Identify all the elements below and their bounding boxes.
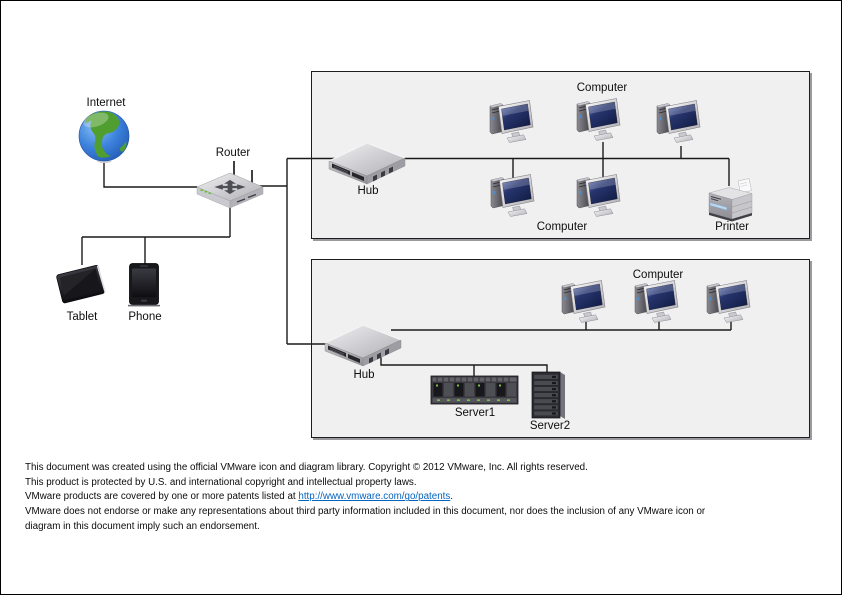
printer-icon <box>708 178 753 222</box>
patents-link[interactable]: http://www.vmware.com/go/patents <box>298 491 451 503</box>
computer-icon <box>706 280 751 323</box>
lan1-hub-label: Hub <box>357 185 379 197</box>
copyright-line4: VMware does not endorse or make any repr… <box>25 506 706 518</box>
phone-label: Phone <box>128 311 162 323</box>
copyright-line2: This product is protected by U.S. and in… <box>25 476 417 488</box>
lan2-server1-label: Server1 <box>454 407 496 419</box>
computer-icon <box>656 100 701 143</box>
lan2-server2-label: Server2 <box>529 420 571 432</box>
computer-icon <box>490 174 535 217</box>
computer-icon <box>576 98 621 141</box>
lan2-computer-label: Computer <box>632 269 684 281</box>
tablet-icon <box>56 264 106 304</box>
copyright-text: This document was created using the offi… <box>25 461 705 535</box>
connector-lines <box>81 142 732 381</box>
lan1-computer-top-label: Computer <box>576 82 628 94</box>
server2-tower-icon <box>531 371 565 419</box>
copyright-line1: This document was created using the offi… <box>25 462 588 473</box>
patents-period: . <box>450 491 454 503</box>
phone-icon <box>128 263 160 307</box>
copyright-line5: diagram in this document imply such an e… <box>25 520 260 532</box>
computer-icon <box>489 100 534 143</box>
lan1-computer-bottom-label: Computer <box>536 221 588 233</box>
router-icon <box>196 161 264 209</box>
computer-icon <box>576 174 621 217</box>
lan2-hub-label: Hub <box>353 369 375 381</box>
internet-globe-icon <box>78 110 130 163</box>
lan1-printer-label: Printer <box>715 221 749 233</box>
copyright-line3: VMware products are covered by one or mo… <box>25 490 705 505</box>
router-label: Router <box>215 147 251 159</box>
computer-icon <box>561 280 606 323</box>
hub-lan2-icon <box>324 324 402 367</box>
internet-label: Internet <box>86 97 126 109</box>
hub-lan1-icon <box>328 142 406 185</box>
server1-rack-icon <box>430 375 519 405</box>
patents-text: VMware products are covered by one or mo… <box>25 491 299 503</box>
computer-icon <box>634 280 679 323</box>
tablet-label: Tablet <box>66 311 98 323</box>
